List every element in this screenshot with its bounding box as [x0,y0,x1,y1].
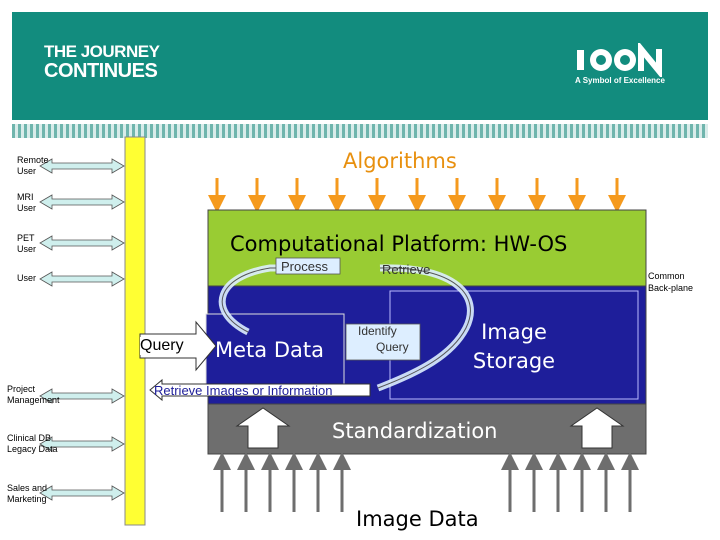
left-item-label: Project Management [7,384,60,405]
image-data-arrows [213,452,639,512]
retrieve-images-label: Retrieve Images or Information [154,383,333,398]
identify-label: Identify [358,324,397,338]
left-item-sales-marketing: Sales and Marketing [7,483,47,505]
process-curve-outline [221,267,330,333]
left-item-label: MRI User [17,192,37,213]
left-item-remote-user: Remote User [17,155,49,177]
image-data-label: Image Data [356,507,479,531]
left-item-user: User [17,273,36,284]
left-item-label: User [17,273,37,283]
query-label: Query [140,337,184,355]
retrieve-label: Retrieve [382,262,431,277]
left-item-pet-user: PET User [17,233,36,255]
retrieve-curve-outline [377,267,471,389]
brand-title-line1: THE JOURNEY [44,42,160,61]
left-double-arrows [39,158,125,501]
algorithms-label: Algorithms [343,149,457,173]
left-item-label: Sales and Marketing [7,483,48,504]
icon-logo [577,43,662,77]
left-item-project-management: Project Management [7,384,60,406]
backplane-label: Common Back-plane [648,271,694,293]
algorithm-arrows [208,178,626,213]
standardization-up-arrows [235,407,625,449]
standardization-box [207,403,647,455]
platform-label: Computational Platform: HW-OS [230,232,568,256]
left-item-label: PET User [17,233,37,254]
left-item-label: Clinical DB Legacy Data [7,433,58,454]
process-label: Process [281,259,328,274]
identify-query-box [345,323,421,361]
backplane-bus [124,136,146,526]
image-storage-box [389,290,639,400]
brand-title-line2: CONTINUES [44,60,158,82]
left-item-mri-user: MRI User [17,192,36,214]
meta-data-label: Meta Data [215,338,324,362]
tagline: A Symbol of Excellence [575,76,665,85]
standardization-label: Standardization [332,419,498,443]
image-storage-label: Image Storage [472,320,556,373]
process-label-box [275,257,341,275]
query-small-label: Query [376,340,409,354]
retrieve-images-arrow [149,378,371,402]
left-item-label: Remote User [17,155,49,176]
left-item-clinical-db: Clinical DB Legacy Data [7,433,58,455]
divider-stripe [12,124,708,138]
meta-data-box [205,313,345,389]
